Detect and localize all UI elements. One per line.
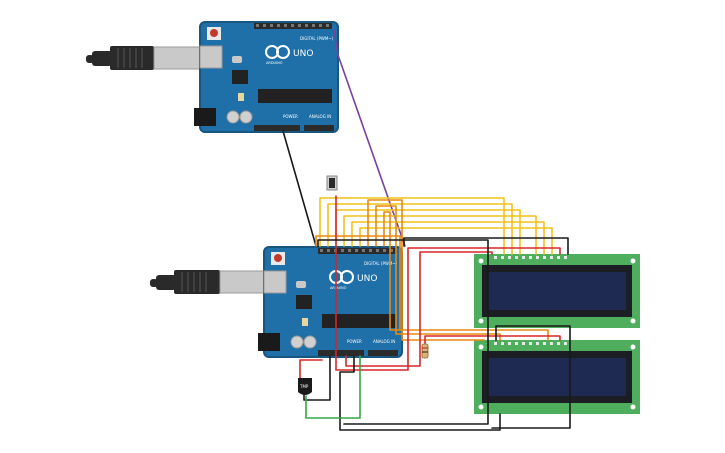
header-analog-label: ANALOG IN: [373, 339, 395, 344]
header-digital-label: DIGITAL (PWM~): [364, 261, 398, 266]
header-power-label: POWER: [347, 339, 362, 344]
wires: [282, 29, 571, 431]
lcd-display-bottom[interactable]: [474, 340, 640, 414]
board-model-label: UNO: [357, 274, 377, 284]
usb-cable-top: [86, 46, 209, 70]
lcd-display-top[interactable]: [474, 254, 640, 328]
arduino-board-bottom[interactable]: DIGITAL (PWM~) UNO ARDUINO POWER ANALOG …: [258, 246, 403, 358]
header-power-label: POWER: [283, 114, 298, 119]
arduino-infinity-logo-icon: [265, 45, 290, 59]
temperature-sensor-icon[interactable]: TMP: [298, 378, 312, 395]
usb-cable-bottom: [150, 270, 271, 294]
header-digital-label: DIGITAL (PWM~): [300, 36, 334, 41]
resistor-icon: [421, 343, 429, 359]
pushbutton-icon[interactable]: [326, 175, 338, 191]
header-analog-label: ANALOG IN: [309, 114, 331, 119]
board-brand-label: ARDUINO: [330, 286, 347, 290]
arduino-board-top[interactable]: DIGITAL (PWM~) UNO ARDUINO POWER ANALOG …: [194, 21, 339, 133]
board-brand-label: ARDUINO: [266, 61, 283, 65]
sensor-label: TMP: [299, 384, 309, 389]
board-model-label: UNO: [293, 49, 313, 59]
